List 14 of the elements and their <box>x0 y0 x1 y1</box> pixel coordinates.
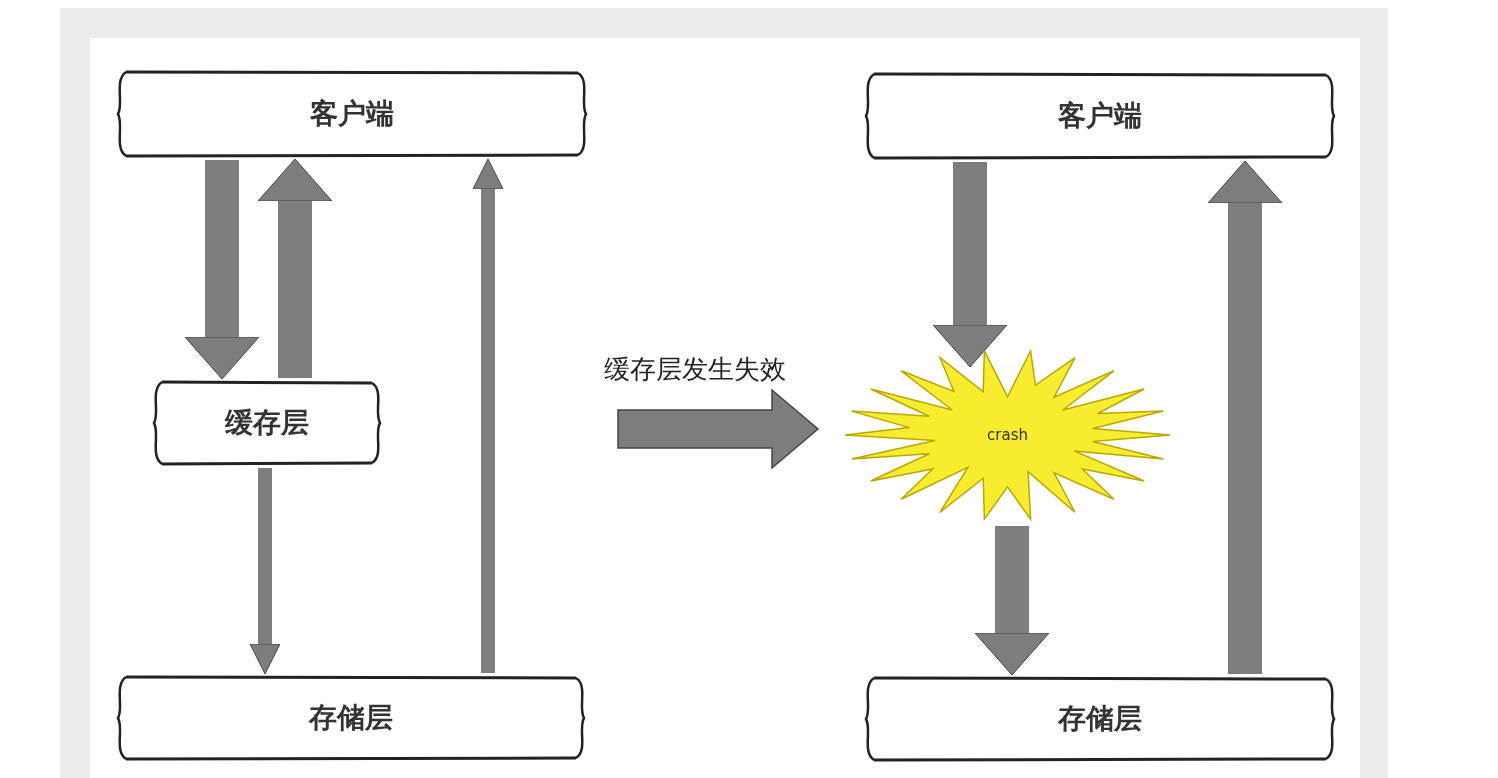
crash-starburst <box>845 350 1170 520</box>
block-arrow <box>932 162 1008 368</box>
transition-label: 缓存层发生失效 <box>604 353 786 386</box>
block-arrow <box>472 158 504 673</box>
node-label: 客户端 <box>1058 98 1142 134</box>
block-arrow <box>1207 160 1283 674</box>
node-label: 存储层 <box>309 700 393 736</box>
block-arrow <box>184 160 260 380</box>
node-label: crash <box>987 426 1028 444</box>
node-label: 客户端 <box>310 96 394 132</box>
block-arrow <box>257 158 333 378</box>
block-arrow <box>249 468 281 675</box>
node-label: 存储层 <box>1058 701 1142 737</box>
node-label: 缓存层 <box>225 405 309 441</box>
